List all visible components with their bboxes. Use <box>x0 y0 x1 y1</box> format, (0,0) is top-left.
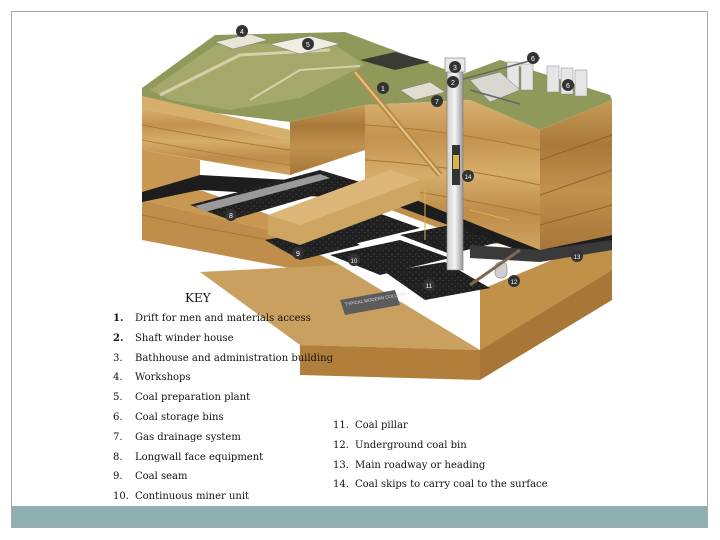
callout-12: 12 <box>508 275 520 287</box>
svg-text:4: 4 <box>240 29 244 36</box>
callout-11: 11 <box>423 279 435 291</box>
footer-bar <box>12 506 707 527</box>
svg-text:13: 13 <box>574 255 581 261</box>
callout-2: 2 <box>447 76 459 88</box>
callout-9: 9 <box>292 247 304 259</box>
callout-3: 3 <box>449 61 461 73</box>
callout-14: 14 <box>462 170 474 182</box>
callout-1: 1 <box>377 82 389 94</box>
svg-text:5: 5 <box>306 42 310 49</box>
callout-10: 10 <box>348 254 360 266</box>
callout-6b: 6 <box>562 79 574 91</box>
svg-text:2: 2 <box>451 80 455 87</box>
callout-6a: 6 <box>527 52 539 64</box>
svg-text:10: 10 <box>351 259 358 265</box>
svg-text:6: 6 <box>531 56 535 63</box>
svg-text:9: 9 <box>296 251 300 258</box>
callout-13: 13 <box>571 250 583 262</box>
svg-text:11: 11 <box>426 284 433 290</box>
callout-4: 4 <box>236 25 248 37</box>
svg-text:8: 8 <box>229 213 233 220</box>
svg-text:6: 6 <box>566 83 570 90</box>
svg-text:1: 1 <box>381 86 385 93</box>
svg-text:14: 14 <box>465 175 472 181</box>
callout-8: 8 <box>225 209 237 221</box>
key-title: KEY <box>185 291 211 305</box>
svg-text:12: 12 <box>511 280 518 286</box>
svg-text:3: 3 <box>453 65 457 72</box>
callout-7: 7 <box>431 95 443 107</box>
callout-5: 5 <box>302 38 314 50</box>
svg-text:7: 7 <box>435 99 439 106</box>
